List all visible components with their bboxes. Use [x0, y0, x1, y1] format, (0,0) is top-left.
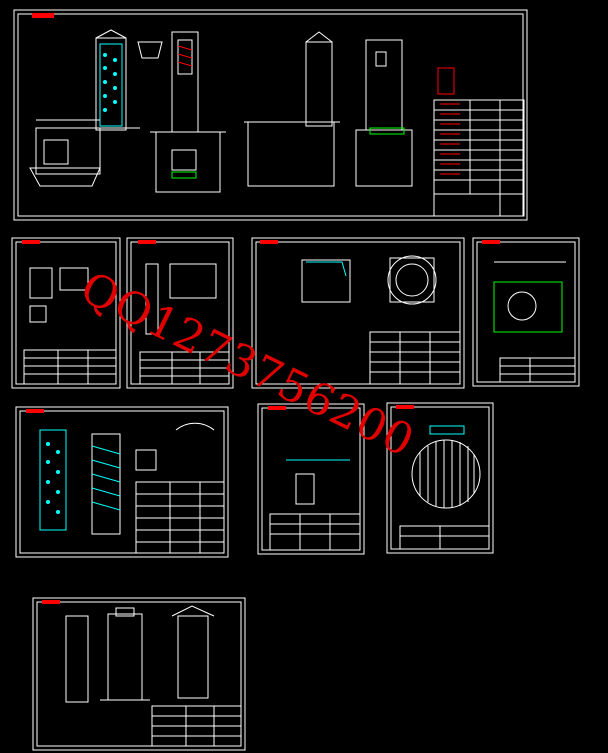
sheet-part-d — [472, 237, 580, 387]
sheet-part-c — [251, 237, 465, 389]
sheet-part-h — [32, 597, 246, 751]
sheet-part-f — [257, 403, 365, 555]
sheet-part-e — [15, 406, 229, 558]
sheet-part-b — [126, 237, 234, 389]
sheet-part-a — [11, 237, 121, 389]
sheet-assembly — [13, 9, 528, 221]
sheet-part-g — [386, 402, 494, 554]
